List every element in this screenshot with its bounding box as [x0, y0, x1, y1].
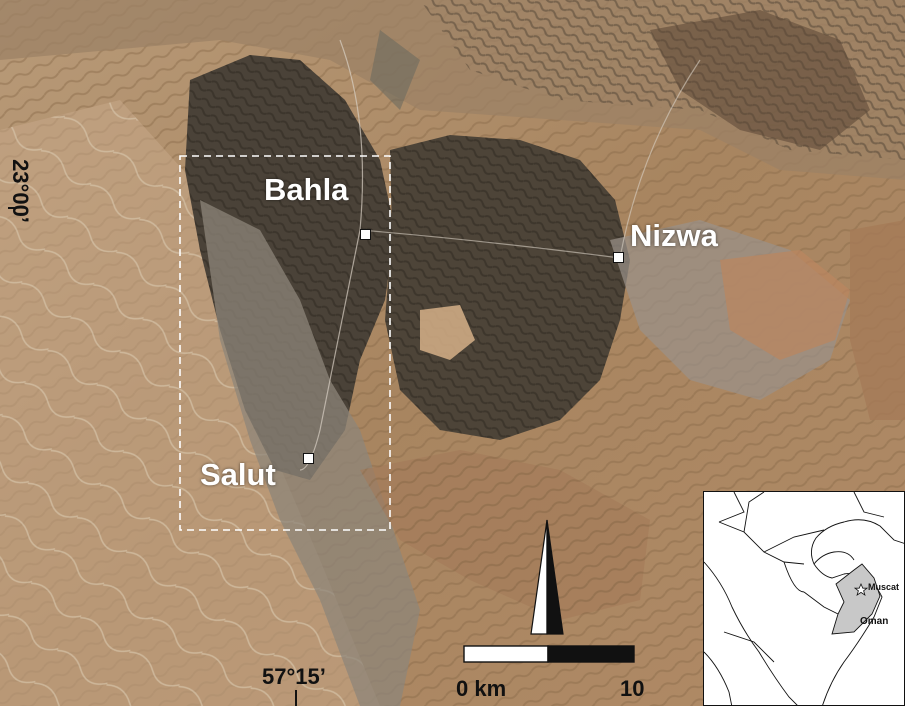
longitude-label: 57°15’	[262, 664, 326, 689]
study-area-outline	[179, 155, 391, 531]
inset-map: Muscat Oman	[703, 491, 905, 706]
bahla-marker	[360, 229, 371, 240]
north-arrow-icon	[530, 519, 564, 635]
star-icon	[853, 582, 869, 596]
nizwa-marker	[613, 252, 624, 263]
scale-bar	[463, 645, 635, 663]
town-label-bahla: Bahla	[264, 172, 349, 207]
inset-capital-label: Muscat	[868, 582, 900, 592]
scale-start-label: 0 km	[456, 676, 507, 701]
salut-marker	[303, 453, 314, 464]
latitude-label: 23°00’	[8, 159, 33, 223]
town-label-nizwa: Nizwa	[630, 218, 718, 253]
oman-highlight	[831, 563, 881, 635]
inset-country-label: Oman	[860, 616, 889, 627]
town-label-salut: Salut	[200, 457, 276, 492]
scale-end-label: 10	[620, 676, 645, 701]
